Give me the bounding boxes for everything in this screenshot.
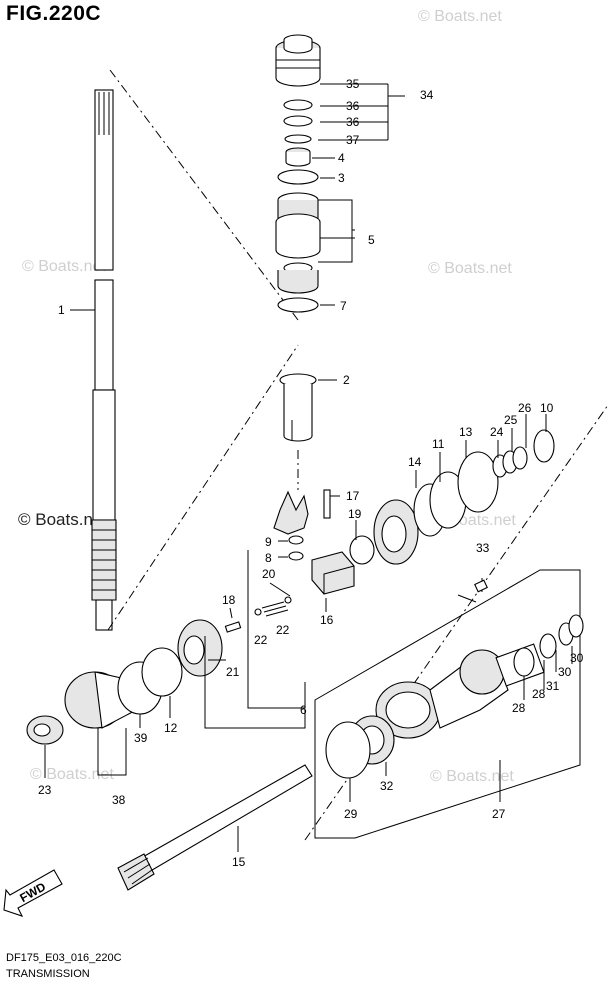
bearing-assembly-5: [275, 192, 321, 294]
ball-22: [284, 596, 292, 604]
callout-30: 30: [558, 665, 572, 679]
spring-20: [261, 601, 289, 617]
model-code: DF175_E03_016_220C: [6, 952, 122, 964]
bushing-4: [285, 147, 311, 167]
thrust-washer-29: [325, 721, 371, 779]
bearing-28: [513, 647, 535, 677]
callout-30: 30: [570, 651, 584, 665]
sleeve-2: [279, 373, 317, 442]
callout-32: 32: [380, 779, 394, 793]
callout-36: 36: [346, 99, 360, 113]
callout-33: 33: [476, 541, 490, 555]
fwd-direction-arrow: [3, 869, 63, 917]
seal-31: [539, 633, 557, 659]
callout-6: 6: [300, 703, 307, 717]
watermark: © Boats.net: [22, 258, 106, 275]
circlip-37: [284, 134, 312, 144]
callout-16: 16: [320, 613, 334, 627]
propeller-shaft-15: [117, 764, 313, 891]
watermark: © Boats.net: [428, 260, 512, 277]
callout-23: 23: [38, 783, 52, 797]
callout-8: 8: [265, 551, 272, 565]
forward-gear-21: [177, 619, 223, 677]
callout-22: 22: [276, 623, 290, 637]
shim-12: [141, 647, 183, 697]
callout-21: 21: [226, 665, 240, 679]
pin-18: [224, 621, 242, 633]
pin-17: [323, 489, 331, 519]
washer-9: [288, 535, 304, 545]
callout-15: 15: [232, 855, 246, 869]
callout-39: 39: [134, 731, 148, 745]
figure-title: FIG.220C: [6, 2, 102, 25]
watermark: © Boats.net: [418, 8, 502, 25]
shim-13: [457, 451, 499, 513]
section-name: TRANSMISSION: [6, 968, 90, 980]
bearing-19: [349, 535, 375, 565]
housing-group-frame: [314, 569, 581, 839]
callout-25: 25: [504, 413, 518, 427]
callout-35: 35: [346, 77, 360, 91]
callout-5: 5: [368, 233, 375, 247]
ring-10: [533, 429, 555, 463]
ball-22: [254, 608, 262, 616]
watermark: © Boats.net: [430, 768, 514, 785]
nut-8: [288, 551, 304, 561]
callout-18: 18: [222, 593, 236, 607]
oil-seal-36: [283, 115, 313, 127]
callout-38: 38: [112, 793, 126, 807]
callout-9: 9: [265, 535, 272, 549]
watermark: © Boats.net: [30, 766, 114, 783]
seal-housing-35: [275, 34, 321, 87]
circlip-7: [277, 297, 319, 313]
oil-seal-36: [283, 99, 313, 111]
callout-26: 26: [518, 401, 532, 415]
driveshaft-part-1: [70, 89, 117, 631]
callout-2: 2: [343, 373, 350, 387]
callout-3: 3: [338, 171, 345, 185]
callout-22: 22: [254, 633, 268, 647]
callout-13: 13: [459, 425, 473, 439]
pinion-gear: [273, 490, 309, 535]
callout-19: 19: [348, 507, 362, 521]
callout-17: 17: [346, 489, 360, 503]
callout-24: 24: [490, 425, 504, 439]
callout-1: 1: [58, 303, 65, 317]
callout-20: 20: [262, 567, 276, 581]
callout-31: 31: [546, 679, 560, 693]
shim-26: [512, 446, 528, 470]
callout-29: 29: [344, 807, 358, 821]
callout-11: 11: [432, 437, 445, 451]
reverse-gear: [373, 499, 419, 565]
callout-34: 34: [420, 88, 434, 102]
callout-14: 14: [408, 455, 422, 469]
watermark: © Boats.net: [18, 510, 108, 529]
callout-12: 12: [164, 721, 178, 735]
seal-30: [568, 614, 584, 638]
nut-23: [26, 715, 64, 745]
callout-7: 7: [340, 299, 347, 313]
clutch-dog-16: [311, 551, 355, 595]
callout-10: 10: [540, 401, 554, 415]
callout-37: 37: [346, 133, 360, 147]
shim-3: [277, 169, 319, 185]
bolt-33: [474, 579, 488, 593]
callout-28: 28: [532, 687, 546, 701]
callout-4: 4: [338, 151, 345, 165]
callout-27: 27: [492, 807, 506, 821]
callout-36: 36: [346, 115, 360, 129]
callout-28: 28: [512, 701, 526, 715]
